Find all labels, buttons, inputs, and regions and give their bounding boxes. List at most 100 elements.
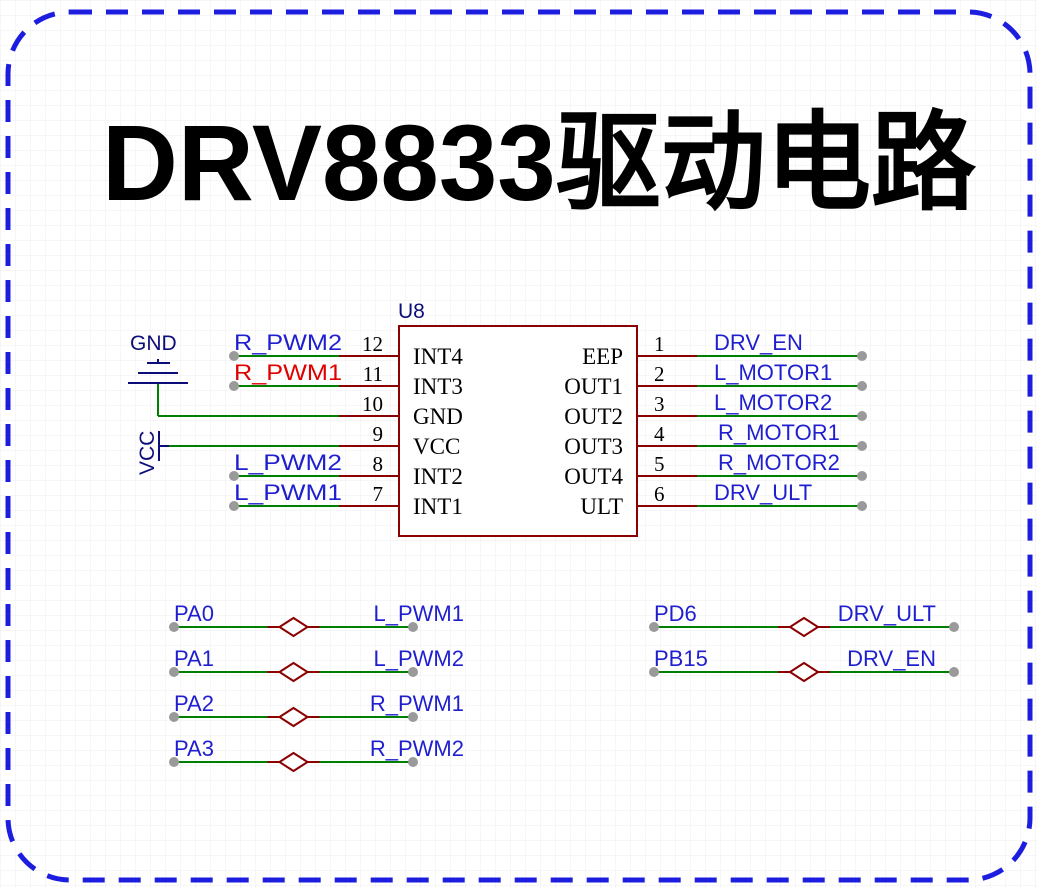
pin-number: 12 [362, 332, 383, 356]
wire-terminal[interactable] [229, 471, 239, 481]
net-label-drv-en: DRV_EN [847, 646, 936, 671]
wire-terminal[interactable] [408, 712, 418, 722]
net-label-pa1: PA1 [174, 646, 214, 671]
net-label-drv-ult: DRV_ULT [838, 601, 936, 626]
pin-number: 8 [373, 452, 384, 476]
net-tie-diamond [277, 616, 310, 638]
net-tie-diamond [788, 661, 820, 683]
net-label-drv-ult: DRV_ULT [714, 480, 812, 505]
net-label-l-motor1: L_MOTOR1 [714, 360, 832, 385]
wire-terminal[interactable] [857, 351, 867, 361]
pin-name: INT2 [413, 464, 463, 489]
net-label-r-motor1: R_MOTOR1 [718, 420, 840, 445]
pin-number: 7 [373, 482, 384, 506]
wire-terminal[interactable] [649, 667, 659, 677]
pin-name: VCC [413, 434, 460, 459]
pin-name: INT3 [413, 374, 463, 399]
wire-terminal[interactable] [169, 757, 179, 767]
wire-terminal[interactable] [949, 667, 959, 677]
net-tie-pa2[interactable]: PA2 R_PWM1 [169, 691, 464, 728]
net-label-pa3: PA3 [174, 736, 214, 761]
net-label-r-pwm2: R_PWM2 [234, 330, 342, 355]
wire-terminal[interactable] [229, 351, 239, 361]
net-label-pa2: PA2 [174, 691, 214, 716]
net-label-r-pwm1: R_PWM1 [370, 691, 464, 716]
pin-name: INT1 [413, 494, 463, 519]
gnd-label: GND [130, 332, 177, 355]
net-label-pd6: PD6 [654, 601, 697, 626]
pin-number: 11 [363, 362, 383, 386]
wire-terminal[interactable] [229, 381, 239, 391]
chip-designator: U8 [398, 300, 425, 323]
pin-number: 3 [654, 392, 665, 416]
net-label-pa0: PA0 [174, 601, 214, 626]
net-label-l-motor2: L_MOTOR2 [714, 390, 832, 415]
wire-terminal[interactable] [857, 471, 867, 481]
pin-name: ULT [580, 494, 623, 519]
net-label-r-motor2: R_MOTOR2 [718, 450, 840, 475]
schematic-title: DRV8833驱动电路 [102, 102, 977, 223]
pin-number: 9 [373, 422, 384, 446]
wire-terminal[interactable] [408, 757, 418, 767]
wire-terminal[interactable] [857, 501, 867, 511]
net-tie-pa3[interactable]: PA3 R_PWM2 [169, 736, 464, 773]
net-tie-diamond [788, 616, 820, 638]
pin-number: 4 [654, 422, 665, 446]
pin-number: 1 [654, 332, 665, 356]
wire-terminal[interactable] [169, 622, 179, 632]
wire-terminal[interactable] [857, 411, 867, 421]
pin-name: OUT4 [564, 464, 623, 489]
net-label-l-pwm1: L_PWM1 [234, 480, 342, 505]
net-tie-pa0[interactable]: PA0 L_PWM1 [169, 601, 464, 638]
wire-terminal[interactable] [857, 441, 867, 451]
net-tie-pb15[interactable]: PB15 DRV_EN [649, 646, 959, 683]
net-label-l-pwm2: L_PWM2 [374, 646, 464, 671]
chip-body[interactable] [398, 325, 638, 537]
pin-name: OUT1 [564, 374, 623, 399]
pin-name: EEP [582, 344, 623, 369]
wire-terminal[interactable] [408, 622, 418, 632]
wire-terminal[interactable] [649, 622, 659, 632]
net-tie-diamond [277, 751, 310, 773]
wire-terminal[interactable] [169, 667, 179, 677]
pin-name: GND [413, 404, 463, 429]
pin-number: 5 [654, 452, 665, 476]
wire-terminal[interactable] [408, 667, 418, 677]
net-label-r-pwm2: R_PWM2 [370, 736, 464, 761]
wire-terminal[interactable] [857, 381, 867, 391]
wire-terminal[interactable] [949, 622, 959, 632]
net-label-l-pwm1: L_PWM1 [374, 601, 464, 626]
gnd-symbol[interactable]: GND [128, 332, 188, 416]
wire-terminal[interactable] [229, 501, 239, 511]
pin-number: 2 [654, 362, 665, 386]
pin-number: 6 [654, 482, 665, 506]
net-tie-pa1[interactable]: PA1 L_PWM2 [169, 646, 464, 683]
net-label-pb15: PB15 [654, 646, 708, 671]
net-tie-diamond [277, 706, 310, 728]
wire-terminal[interactable] [169, 712, 179, 722]
net-label-drv-en: DRV_EN [714, 330, 803, 355]
net-tie-pd6[interactable]: PD6 DRV_ULT [649, 601, 959, 638]
net-tie-diamond [277, 661, 310, 683]
pin-name: OUT2 [564, 404, 623, 429]
vcc-label: VCC [136, 431, 159, 475]
net-label-l-pwm2: L_PWM2 [234, 450, 342, 475]
vcc-symbol[interactable]: VCC [136, 431, 169, 475]
pin-name: OUT3 [564, 434, 623, 459]
